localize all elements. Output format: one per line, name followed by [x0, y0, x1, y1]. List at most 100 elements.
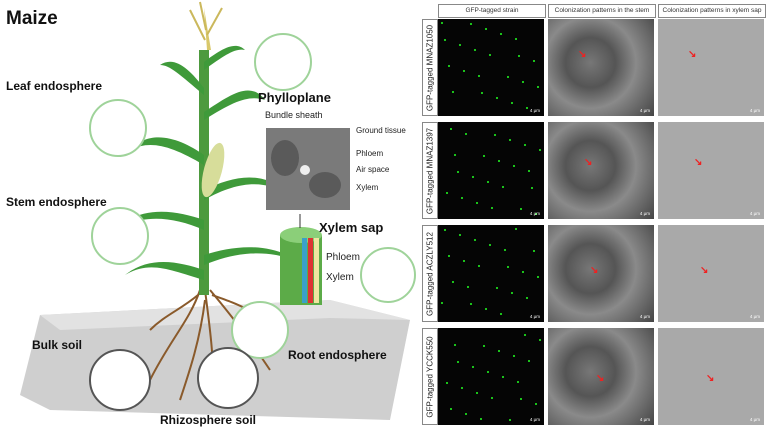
- column-header-gfp-strain: GFP-tagged strain: [438, 4, 546, 18]
- gfp-cell: [485, 28, 487, 30]
- red-arrow-icon: ↘: [706, 373, 715, 384]
- gfp-cell: [491, 207, 493, 209]
- sap-image: ↘4 μm: [658, 225, 764, 322]
- gfp-cell: [452, 281, 454, 283]
- gfp-cell: [446, 192, 448, 194]
- gfp-cell: [537, 86, 539, 88]
- scale-bar: 4 μm: [749, 108, 760, 113]
- gfp-cell: [450, 408, 452, 410]
- gfp-cell: [478, 75, 480, 77]
- gfp-cell: [526, 107, 528, 109]
- gfp-cell: [498, 160, 500, 162]
- gfp-cell: [509, 139, 511, 141]
- sap-image: ↘4 μm: [658, 19, 764, 116]
- stem-phloem-label: Phloem: [326, 252, 360, 263]
- gfp-cell: [481, 92, 483, 94]
- scale-bar: 4 μm: [749, 417, 760, 422]
- gfp-cell: [522, 271, 524, 273]
- gfp-cell: [452, 91, 454, 93]
- phylloplane-circle: [254, 33, 312, 91]
- gfp-cell: [483, 345, 485, 347]
- gfp-cell: [491, 397, 493, 399]
- gfp-cell: [472, 366, 474, 368]
- gfp-cell: [524, 144, 526, 146]
- gfp-image: 4 μm: [438, 122, 544, 219]
- gfp-cell: [457, 361, 459, 363]
- phloem-label: Phloem: [356, 149, 384, 158]
- xylem-label: Xylem: [356, 183, 379, 192]
- gfp-cell: [444, 39, 446, 41]
- maize-plant: [115, 1, 300, 295]
- gfp-cell: [507, 76, 509, 78]
- gfp-cell: [474, 49, 476, 51]
- gfp-cell: [454, 344, 456, 346]
- gfp-cell: [533, 250, 535, 252]
- scale-bar: 4 μm: [639, 211, 650, 216]
- gfp-cell: [511, 102, 513, 104]
- gfp-cell: [465, 413, 467, 415]
- leaf-circle: [89, 99, 147, 157]
- gfp-cell: [496, 287, 498, 289]
- air-space-label: Air space: [356, 165, 390, 174]
- gfp-cell: [511, 292, 513, 294]
- gfp-cell: [467, 286, 469, 288]
- gfp-cell: [537, 276, 539, 278]
- gfp-cell: [448, 65, 450, 67]
- gfp-cell: [461, 197, 463, 199]
- sap-image: ↘ 4 μm: [658, 122, 764, 219]
- gfp-cell: [504, 249, 506, 251]
- gfp-cell: [518, 55, 520, 57]
- scale-bar: 4 μm: [529, 314, 540, 319]
- leaf-endosphere-label: Leaf endosphere: [6, 79, 103, 93]
- gfp-cell: [522, 81, 524, 83]
- gfp-cell: [535, 403, 537, 405]
- gfp-cell: [480, 418, 482, 420]
- row-label: GFP-tagged YCCK550: [422, 328, 438, 425]
- red-arrow-icon: ↘: [694, 157, 703, 168]
- red-arrow-icon: ↘: [578, 49, 587, 60]
- gfp-cell: [470, 303, 472, 305]
- gfp-cell: [450, 128, 452, 130]
- gfp-cell: [463, 260, 465, 262]
- gfp-cell: [515, 228, 517, 230]
- gfp-cell: [459, 44, 461, 46]
- zoom-circles: [89, 33, 416, 411]
- gfp-cell: [526, 297, 528, 299]
- stem-xylem-label: Xylem: [326, 272, 354, 283]
- gfp-cell: [498, 350, 500, 352]
- gfp-cell: [489, 54, 491, 56]
- gfp-image: 4 μm: [438, 19, 544, 116]
- scale-bar: 4 μm: [529, 108, 540, 113]
- gfp-cell: [487, 181, 489, 183]
- row-label-text: GFP-tagged MNAZ1050: [425, 24, 435, 111]
- gfp-cell: [513, 355, 515, 357]
- gfp-cell: [494, 134, 496, 136]
- red-arrow-icon: ↘: [584, 157, 593, 168]
- column-header-stem: Colonization patterns in the stem: [548, 4, 656, 18]
- scale-bar: 4 μm: [749, 211, 760, 216]
- bundle-sheath-label: Bundle sheath: [265, 110, 323, 120]
- maize-illustration: [20, 1, 416, 420]
- gfp-cell: [476, 392, 478, 394]
- red-arrow-icon: ↘: [590, 265, 599, 276]
- gfp-cell: [470, 23, 472, 25]
- gfp-cell: [446, 382, 448, 384]
- root-endosphere-label: Root endosphere: [288, 348, 387, 362]
- scale-bar: 4 μm: [529, 417, 540, 422]
- gfp-cell: [507, 266, 509, 268]
- stem-image: ↘4 μm: [548, 328, 654, 425]
- gfp-cell: [502, 186, 504, 188]
- row-label-text: GFP-tagged ACZLY512: [425, 231, 435, 316]
- row-label-text: GFP-tagged MNAZ1397: [425, 127, 435, 214]
- gfp-cell: [524, 334, 526, 336]
- root-circle: [231, 301, 289, 359]
- xylem-sap-label: Xylem sap: [319, 220, 384, 235]
- row-label-text: GFP-tagged YCCK550: [425, 335, 435, 418]
- gfp-image: 4 μm: [438, 328, 544, 425]
- stem-cross-section: [280, 227, 322, 305]
- gfp-cell: [454, 154, 456, 156]
- scale-bar: 4 μm: [749, 314, 760, 319]
- gfp-cell: [472, 176, 474, 178]
- red-arrow-icon: ↘: [596, 373, 605, 384]
- bulk-circle: [89, 349, 151, 411]
